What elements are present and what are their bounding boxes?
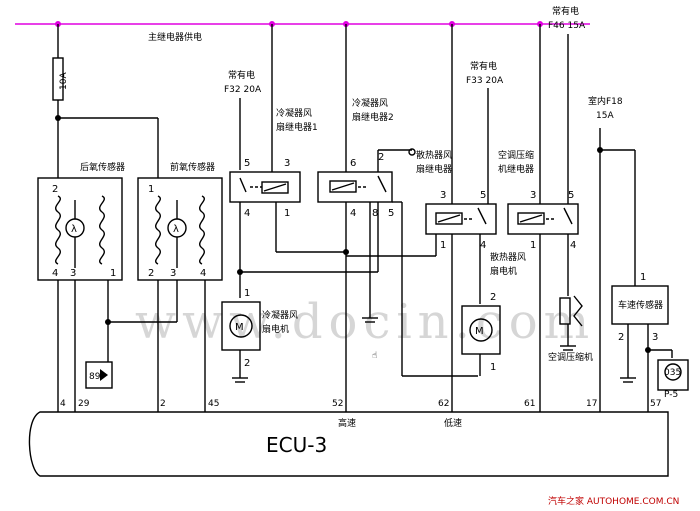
rear-o2-sensor: 后氧传感器 2 λ 4 3 1 (37, 161, 125, 281)
svg-text:空调压缩机: 空调压缩机 (548, 351, 593, 363)
svg-text:1: 1 (244, 288, 250, 299)
svg-text:1: 1 (440, 240, 446, 251)
svg-text:4: 4 (244, 208, 250, 219)
ecu-3: ECU-3 4 29 2 45 52 62 61 17 57 高速 低速 (28, 399, 669, 477)
svg-text:F46 15A: F46 15A (548, 21, 586, 31)
svg-text:2: 2 (244, 358, 250, 369)
svg-text:常有电: 常有电 (470, 60, 497, 72)
ecu-pin: 62 (438, 399, 449, 409)
ecu-pin: 45 (208, 399, 219, 409)
svg-text:M: M (235, 322, 244, 333)
svg-text:车速传感器: 车速传感器 (618, 299, 663, 311)
svg-text:3: 3 (170, 268, 176, 279)
svg-text:2: 2 (490, 292, 496, 303)
svg-text:F32 20A: F32 20A (224, 85, 262, 95)
connector-89: 89 (85, 361, 113, 389)
main-relay-power-bus: 主继电器供电 (15, 21, 590, 43)
svg-text:5: 5 (388, 208, 394, 219)
svg-text:2: 2 (378, 152, 384, 163)
rear-o2-label: 后氧传感器 (80, 161, 125, 173)
svg-text:冷凝器风: 冷凝器风 (352, 97, 388, 109)
svg-text:4: 4 (350, 208, 356, 219)
svg-text:4: 4 (200, 268, 206, 279)
svg-text:4: 4 (480, 240, 486, 251)
svg-text:F33 20A: F33 20A (466, 76, 504, 86)
svg-text:1: 1 (640, 272, 646, 283)
watermark: www.docin.com (135, 294, 595, 350)
bus-label: 主继电器供电 (148, 31, 202, 43)
svg-text:3: 3 (530, 190, 536, 201)
ecu-pin: 57 (650, 399, 661, 409)
svg-text:1: 1 (530, 240, 536, 251)
svg-text:4: 4 (570, 240, 576, 251)
ecu-pin: 29 (78, 399, 90, 409)
svg-text:常有电: 常有电 (228, 69, 255, 81)
ecu-label: ECU-3 (266, 433, 327, 457)
svg-text:扇继电器2: 扇继电器2 (352, 111, 394, 123)
svg-text:扇电机: 扇电机 (490, 265, 517, 277)
svg-text:4: 4 (52, 268, 58, 279)
svg-text:空调压缩: 空调压缩 (498, 149, 534, 161)
ecu-pin: 4 (60, 399, 66, 409)
svg-text:λ: λ (173, 224, 179, 235)
svg-text:1: 1 (148, 184, 154, 195)
svg-text:3: 3 (652, 332, 658, 343)
svg-text:扇继电器: 扇继电器 (416, 163, 452, 175)
svg-text:P-5: P-5 (664, 390, 678, 400)
svg-text:室内F18: 室内F18 (588, 95, 623, 107)
credit-text: 汽车之家 AUTOHOME.COM.CN (548, 495, 679, 507)
condenser-fan-relay-1: 常有电 F32 20A 冷凝器风 扇继电器1 5 3 4 1 (224, 69, 318, 219)
svg-text:1: 1 (284, 208, 290, 219)
svg-text:5: 5 (568, 190, 574, 201)
svg-text:机继电器: 机继电器 (498, 163, 534, 175)
svg-text:8: 8 (372, 208, 378, 219)
ecu-pin: 2 (160, 399, 166, 409)
ac-compressor-relay: 常有电 F46 15A 空调压缩 机继电器 3 5 1 4 (498, 5, 586, 251)
svg-text:5: 5 (480, 190, 486, 201)
ac-compressor: 空调压缩机 (548, 295, 593, 363)
svg-text:3: 3 (284, 158, 290, 169)
svg-text:散热器风: 散热器风 (416, 149, 452, 161)
front-o2-sensor: 前氧传感器 1 λ 2 3 4 (137, 161, 223, 281)
condenser-fan-relay-2: 冷凝器风 扇继电器2 6 2 4 8 5 (317, 97, 394, 219)
svg-text:3: 3 (440, 190, 446, 201)
fuse-10a-label: 10A (59, 72, 69, 90)
ecu-pin: 52 (332, 399, 343, 409)
ecu-pin: 61 (524, 399, 535, 409)
radiator-fan-relay: 散热器风 扇继电器 3 5 1 4 (408, 148, 497, 251)
ecu-pin: 17 (586, 399, 597, 409)
fuse-10a: 10A (52, 24, 69, 121)
svg-text:扇继电器1: 扇继电器1 (276, 121, 318, 133)
svg-text:89: 89 (89, 372, 101, 382)
svg-text:2: 2 (148, 268, 154, 279)
front-o2-label: 前氧传感器 (170, 161, 215, 173)
svg-text:常有电: 常有电 (552, 5, 579, 17)
svg-text:6: 6 (350, 158, 356, 169)
speed-sensor: 室内F18 15A 1 车速传感器 2 3 035 P-5 (588, 95, 689, 412)
high-speed-label: 高速 (338, 417, 356, 429)
svg-text:2: 2 (618, 332, 624, 343)
svg-text:扇电机: 扇电机 (262, 323, 289, 335)
svg-text:冷凝器风: 冷凝器风 (276, 107, 312, 119)
svg-text:2: 2 (52, 184, 58, 195)
radiator-fan-motor: 常有电 F33 20A 散热器风 扇电机 2 M 1 (461, 60, 526, 376)
svg-text:5: 5 (244, 158, 250, 169)
svg-text:3: 3 (70, 268, 76, 279)
svg-text:035: 035 (664, 368, 681, 378)
svg-text:15A: 15A (596, 111, 614, 121)
svg-text:冷凝器风: 冷凝器风 (262, 309, 298, 321)
svg-text:M: M (475, 326, 484, 337)
svg-text:1: 1 (490, 362, 496, 373)
svg-text:散热器风: 散热器风 (490, 251, 526, 263)
low-speed-label: 低速 (444, 417, 462, 429)
svg-text:1: 1 (110, 268, 116, 279)
svg-text:λ: λ (71, 224, 77, 235)
hand-cursor-icon: ☝ (372, 351, 377, 361)
condenser-fan-motor: 1 M 冷凝器风 扇电机 2 (221, 272, 298, 383)
